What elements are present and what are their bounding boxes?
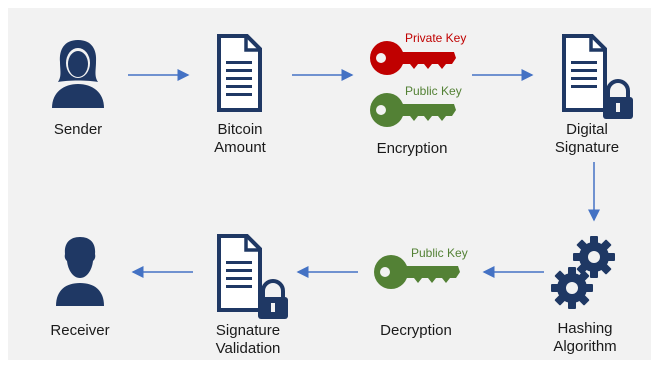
receiver-label: Receiver [50, 322, 110, 339]
receiver-node [52, 234, 108, 306]
public-key-label-encryption: Public Key [405, 84, 462, 98]
locked-document-icon [562, 34, 633, 119]
digital-signature-label: Digital Signature [554, 121, 620, 156]
private-key-icon [368, 38, 458, 80]
person-icon [52, 40, 104, 108]
private-key-label: Private Key [405, 31, 467, 45]
gears-icon [551, 236, 615, 309]
decryption-key-icon [372, 252, 462, 294]
document-icon [217, 34, 262, 112]
locked-document-icon [217, 234, 288, 319]
signature-validation-label: Signature Validation [215, 322, 281, 357]
diagram-background [8, 8, 651, 360]
sender-node [50, 36, 106, 108]
sender-label: Sender [53, 121, 103, 138]
digital-signature-node [560, 33, 640, 123]
bitcoin-amount-label: Bitcoin Amount [214, 121, 266, 156]
person-icon [56, 237, 104, 306]
encryption-label: Encryption [376, 140, 448, 157]
bitcoin-amount-node [215, 33, 263, 113]
signature-validation-node [215, 233, 295, 323]
public-key-icon [368, 90, 458, 132]
decryption-label: Decryption [380, 322, 452, 339]
public-key-label-decryption: Public Key [411, 246, 468, 260]
hashing-algorithm-node [550, 232, 620, 312]
hashing-algorithm-label: Hashing Algorithm [553, 320, 617, 355]
